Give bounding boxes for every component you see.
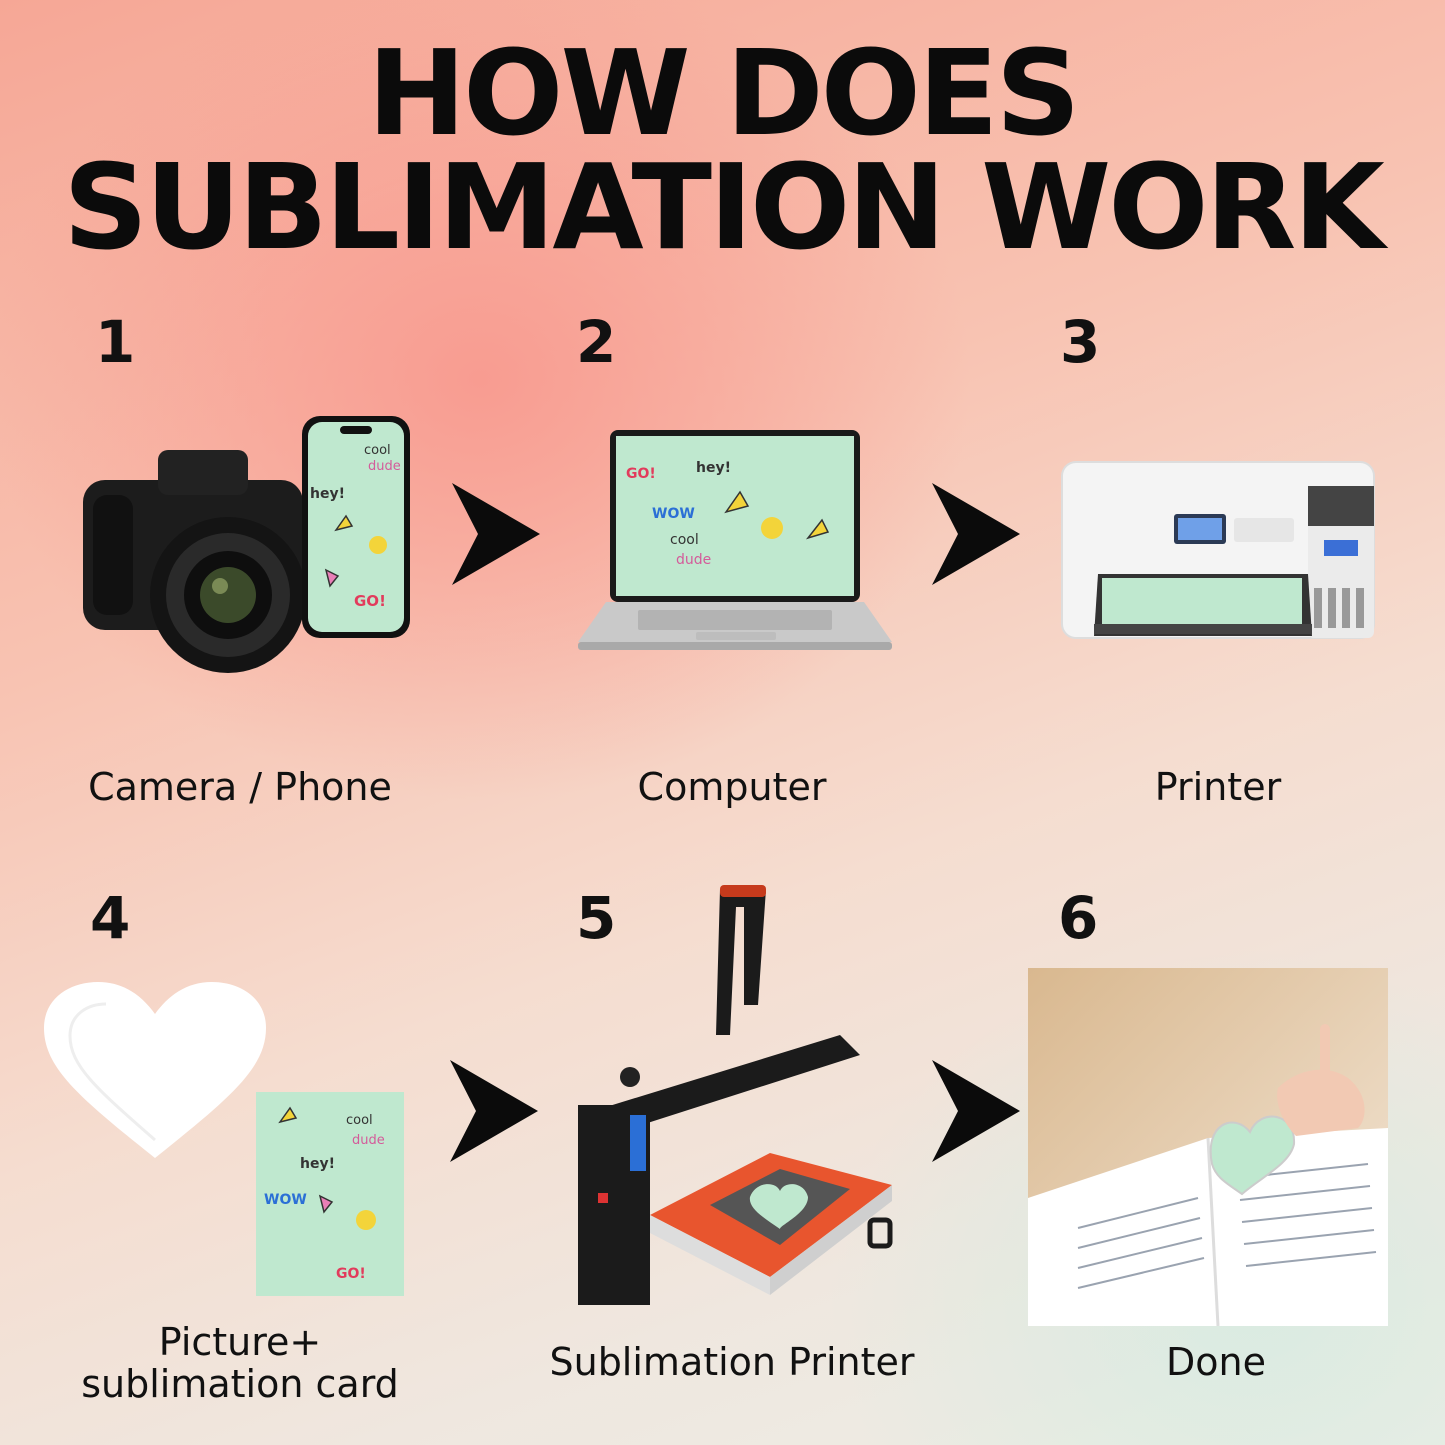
phone-cool-sticker: cool [364,443,391,458]
step-3-number: 3 [1060,308,1101,376]
arrow-right-icon [452,483,540,585]
printer-illustration [1061,461,1375,639]
title-line-2: SUBLIMATION WORK [63,138,1385,276]
phone-hey-sticker: hey! [310,486,345,502]
camera-phone-illustration: hey! cool dude GO! [83,416,410,673]
laptop-wow-sticker: WOW [652,506,695,522]
arrow-right-icon [932,1060,1020,1162]
step-1-label: Camera / Phone [88,765,392,809]
card-dude-sticker: dude [352,1133,385,1148]
laptop-dude-sticker: dude [676,552,711,568]
done-bookmark-photo [1028,968,1388,1326]
phone-go-sticker: GO! [354,592,386,610]
arrow-right-icon [450,1060,538,1162]
heat-press-illustration [578,885,893,1305]
step-1-number: 1 [95,308,136,376]
step-6-number: 6 [1058,884,1099,952]
laptop-hey-sticker: hey! [696,460,731,476]
card-wow-sticker: WOW [264,1192,307,1208]
step-4-label-line-2: sublimation card [81,1362,399,1406]
step-3-label: Printer [1154,765,1282,809]
blank-heart-card-icon [44,982,266,1158]
step-2-label: Computer [637,765,827,809]
step-5-number: 5 [576,884,617,952]
sublimation-card-icon: cool dude hey! WOW GO! [256,1092,404,1296]
step-2-number: 2 [576,308,617,376]
step-4-label-line-1: Picture+ [158,1320,322,1364]
step-4-number: 4 [90,884,131,952]
title-line-1: HOW DOES [367,24,1080,162]
laptop-cool-sticker: cool [670,532,699,548]
card-cool-sticker: cool [346,1113,373,1128]
step-5-label: Sublimation Printer [549,1340,915,1384]
camera-icon [83,450,306,673]
card-go-sticker: GO! [336,1266,366,1282]
step-6-label: Done [1166,1340,1266,1384]
laptop-illustration: hey! WOW cool dude GO! [578,430,892,650]
phone-dude-sticker: dude [368,459,401,474]
laptop-go-sticker: GO! [626,466,656,482]
arrow-right-icon [932,483,1020,585]
card-hey-sticker: hey! [300,1156,335,1172]
